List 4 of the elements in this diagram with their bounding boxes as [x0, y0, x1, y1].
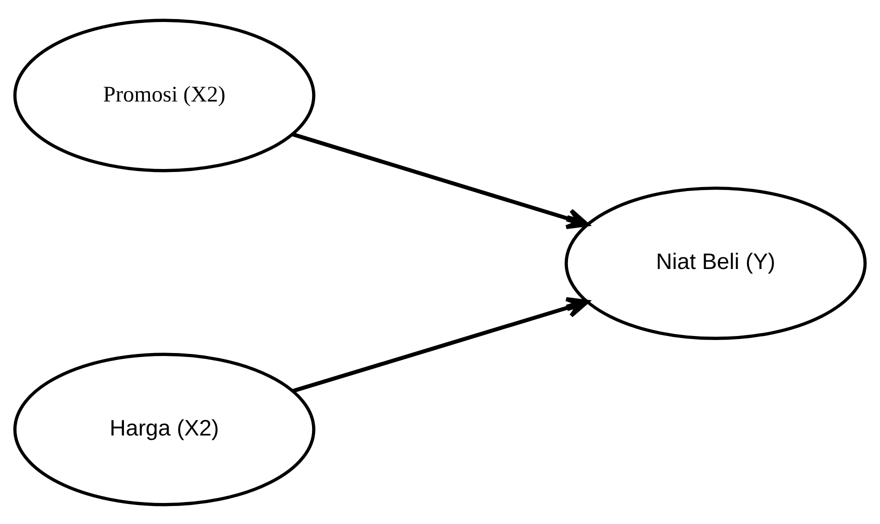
arrow	[292, 132, 590, 229]
node-ellipse: Promosi (X2)	[13, 18, 316, 172]
arrow	[292, 296, 590, 392]
node-ellipse: Harga (X2)	[13, 352, 316, 506]
